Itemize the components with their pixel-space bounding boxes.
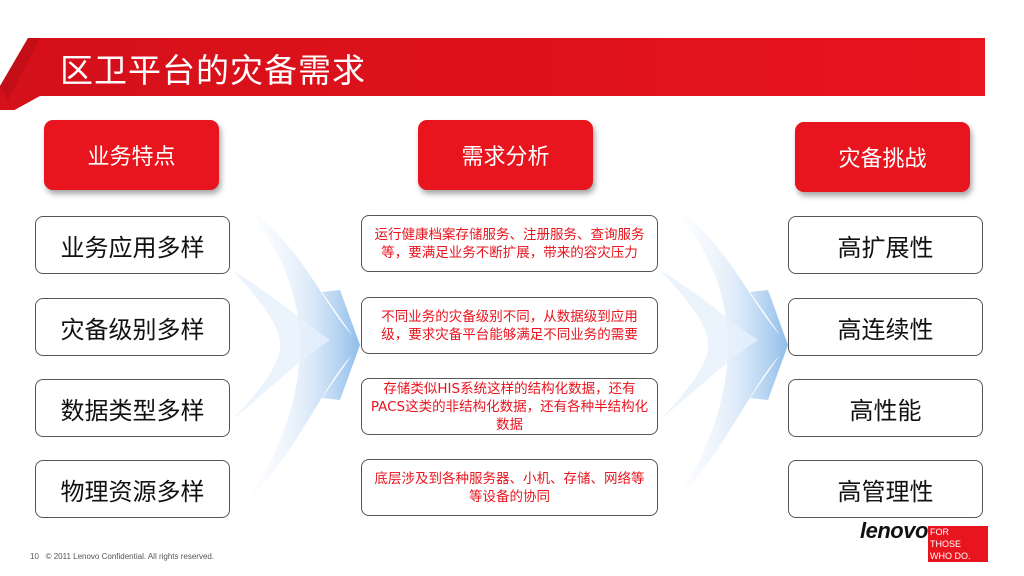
right-fan-arrow — [660, 195, 788, 520]
footer: 10 © 2011 Lenovo Confidential. All right… — [30, 552, 214, 561]
desc-text: 不同业务的灾备级别不同，从数据级到应用级，要求灾备平台能够满足不同业务的需要 — [381, 308, 638, 343]
header-requirement-analysis: 需求分析 — [418, 120, 593, 190]
page-number: 10 — [30, 552, 39, 561]
middle-item-2: 不同业务的灾备级别不同，从数据级到应用级，要求灾备平台能够满足不同业务的需要 — [361, 297, 658, 354]
item-label: 高连续性 — [837, 315, 934, 344]
desc-text: 底层涉及到各种服务器、小机、存储、网络等等设备的协同 — [374, 470, 645, 505]
header-label: 灾备挑战 — [838, 147, 927, 172]
item-label: 业务应用多样 — [60, 233, 205, 262]
left-item-2: 灾备级别多样 — [35, 298, 230, 356]
item-label: 物理资源多样 — [60, 477, 205, 506]
right-item-3: 高性能 — [788, 379, 983, 437]
desc-text: 运行健康档案存储服务、注册服务、查询服务等，要满足业务不断扩展，带来的容灾压力 — [374, 226, 645, 261]
title-banner — [0, 38, 985, 110]
left-item-4: 物理资源多样 — [35, 460, 230, 518]
item-label: 高性能 — [849, 396, 922, 425]
desc-text: 存储类似HIS系统这样的结构化数据，还有PACS这类的非结构化数据，还有各种半结… — [370, 380, 649, 433]
page-title: 区卫平台的灾备需求 — [60, 51, 366, 90]
item-label: 高管理性 — [837, 477, 934, 506]
item-label: 高扩展性 — [837, 233, 934, 262]
right-item-2: 高连续性 — [788, 298, 983, 356]
left-fan-arrow — [232, 195, 360, 520]
left-item-3: 数据类型多样 — [35, 379, 230, 437]
header-label: 需求分析 — [461, 145, 550, 170]
left-item-1: 业务应用多样 — [35, 216, 230, 274]
header-dr-challenges: 灾备挑战 — [795, 122, 970, 192]
middle-item-1: 运行健康档案存储服务、注册服务、查询服务等，要满足业务不断扩展，带来的容灾压力 — [361, 215, 658, 272]
item-label: 灾备级别多样 — [60, 315, 205, 344]
tagline-line-2: THOSE — [928, 538, 988, 550]
middle-item-3: 存储类似HIS系统这样的结构化数据，还有PACS这类的非结构化数据，还有各种半结… — [361, 378, 658, 435]
header-business-features: 业务特点 — [44, 120, 219, 190]
middle-item-4: 底层涉及到各种服务器、小机、存储、网络等等设备的协同 — [361, 459, 658, 516]
tagline-line-3: WHO DO. — [928, 550, 988, 562]
copyright-text: © 2011 Lenovo Confidential. All rights r… — [45, 552, 215, 561]
right-item-4: 高管理性 — [788, 460, 983, 518]
tagline-line-1: FOR — [928, 526, 988, 538]
right-item-1: 高扩展性 — [788, 216, 983, 274]
item-label: 数据类型多样 — [60, 396, 205, 425]
lenovo-logo: lenovo — [860, 518, 928, 543]
header-label: 业务特点 — [87, 145, 176, 170]
